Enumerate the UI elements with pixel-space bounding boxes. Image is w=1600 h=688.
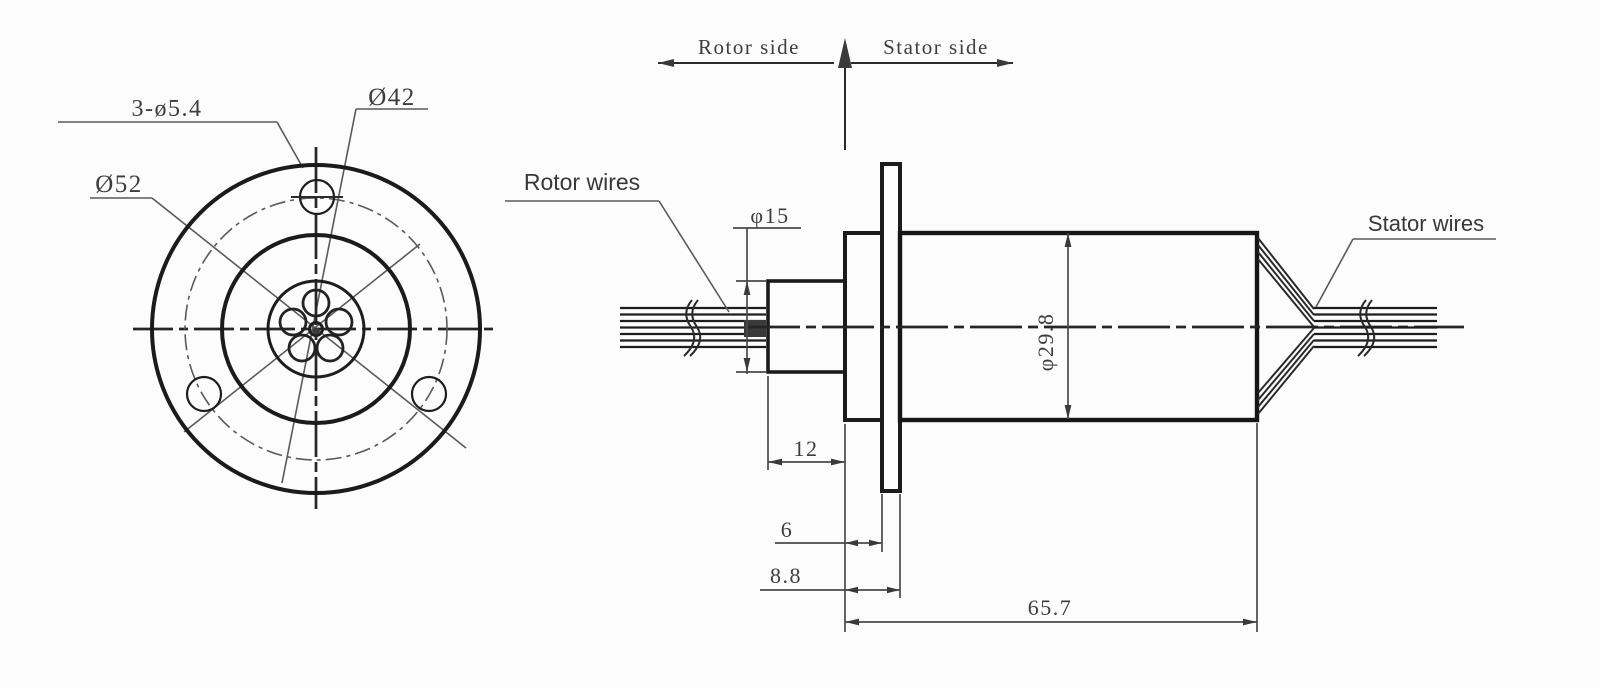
stator-wire-fan-line (1257, 237, 1315, 310)
dim-shaft-length: 12 (767, 376, 846, 632)
dim-body-diameter: φ29.8 (1033, 233, 1072, 419)
rotor-side-label: Rotor side (698, 35, 800, 59)
dim-arrow-left (845, 539, 858, 547)
break-symbol (1357, 299, 1370, 357)
stator-wires-label: Stator wires (1368, 211, 1484, 236)
stator-wire-fan-line (1257, 333, 1315, 401)
outer-dia-leader-line (151, 197, 467, 449)
break-symbol (683, 299, 696, 357)
body-circle (220, 233, 412, 425)
bolt-hole-lower-right (410, 375, 448, 413)
dim-step-length-text: 6 (781, 517, 794, 542)
outer-dia-label: Ø52 (95, 171, 143, 198)
stator-side-label: Stator side (883, 35, 989, 59)
wire-circle (278, 307, 308, 337)
wire-circle (315, 333, 345, 363)
dim-arrow-left (845, 618, 859, 626)
break-symbol (1363, 299, 1376, 357)
stator-wire-bundle (1257, 237, 1437, 415)
hole-axis-diagonal-line (183, 243, 421, 433)
rotor-wires-label: Rotor wires (524, 169, 640, 195)
dim-arrow-right (887, 586, 900, 594)
dim-shaft-diameter: φ15 (733, 203, 801, 374)
side-view: Rotor side Stator side (505, 35, 1496, 632)
dim-body-length: 65.7 (845, 423, 1258, 632)
dim-arrow-down (1064, 405, 1072, 419)
dim-body-dia-text: φ29.8 (1033, 313, 1058, 372)
wire-circle (301, 288, 331, 318)
wire-circle (324, 307, 354, 337)
stator-wire-fan-line (1257, 251, 1315, 322)
bolt-hole-lower-left (185, 375, 223, 413)
dim-arrow-left (845, 586, 858, 594)
dim-shaft-dia-text: φ15 (750, 203, 789, 228)
stator-wire-fan-line (1257, 258, 1315, 328)
stator-wire-fan-line (1257, 345, 1315, 415)
dim-arrow-right (869, 539, 882, 547)
direction-indicator: Rotor side Stator side (658, 35, 1013, 150)
break-symbol (689, 299, 702, 357)
stator-wire-fan-line (1257, 327, 1315, 394)
left-arrow-icon (658, 59, 674, 67)
dim-shaft-length-text: 12 (794, 436, 819, 461)
dim-arrow-up (1064, 233, 1072, 247)
dim-arrow-right (1243, 618, 1257, 626)
wire-circle-center (308, 321, 324, 337)
stator-wire-fan-line (1257, 339, 1315, 408)
rotor-wires-callout: Rotor wires (505, 169, 730, 313)
dim-step-length: 6 (775, 494, 883, 552)
dim-arrow-down (743, 358, 751, 372)
shaft-circle (266, 279, 366, 379)
flange-outer-circle (150, 163, 482, 495)
bolt-holes-label: 3-ø5.4 (132, 96, 203, 122)
dim-step-flange-text: 8.8 (770, 563, 802, 588)
stator-wires-callout: Stator wires (1315, 211, 1496, 308)
wire-circle (287, 333, 317, 363)
bolt-holes-leader-line (276, 121, 304, 169)
rotor-wires-leader-line (658, 200, 730, 313)
wire-center-dot (312, 327, 320, 335)
front-view: 3-ø5.4 Ø42 Ø52 (58, 84, 499, 509)
dim-arrow-right (831, 458, 845, 466)
stator-wires-leader-line (1315, 238, 1354, 308)
bolt-circle-dashed (184, 197, 448, 461)
rotor-wire-clump (744, 320, 766, 337)
rotor-wire-bundle (620, 299, 766, 357)
bolt-circle-label: Ø42 (368, 84, 416, 111)
dim-step-flange-length: 8.8 (760, 494, 901, 598)
dim-arrow-up (743, 281, 751, 295)
up-arrow-icon (838, 38, 852, 68)
wire-bundle-front (278, 288, 354, 363)
stator-wire-fan-line (1257, 244, 1315, 316)
right-arrow-icon (997, 59, 1013, 67)
dim-arrow-left (768, 458, 782, 466)
dim-body-length-text: 65.7 (1028, 595, 1073, 620)
